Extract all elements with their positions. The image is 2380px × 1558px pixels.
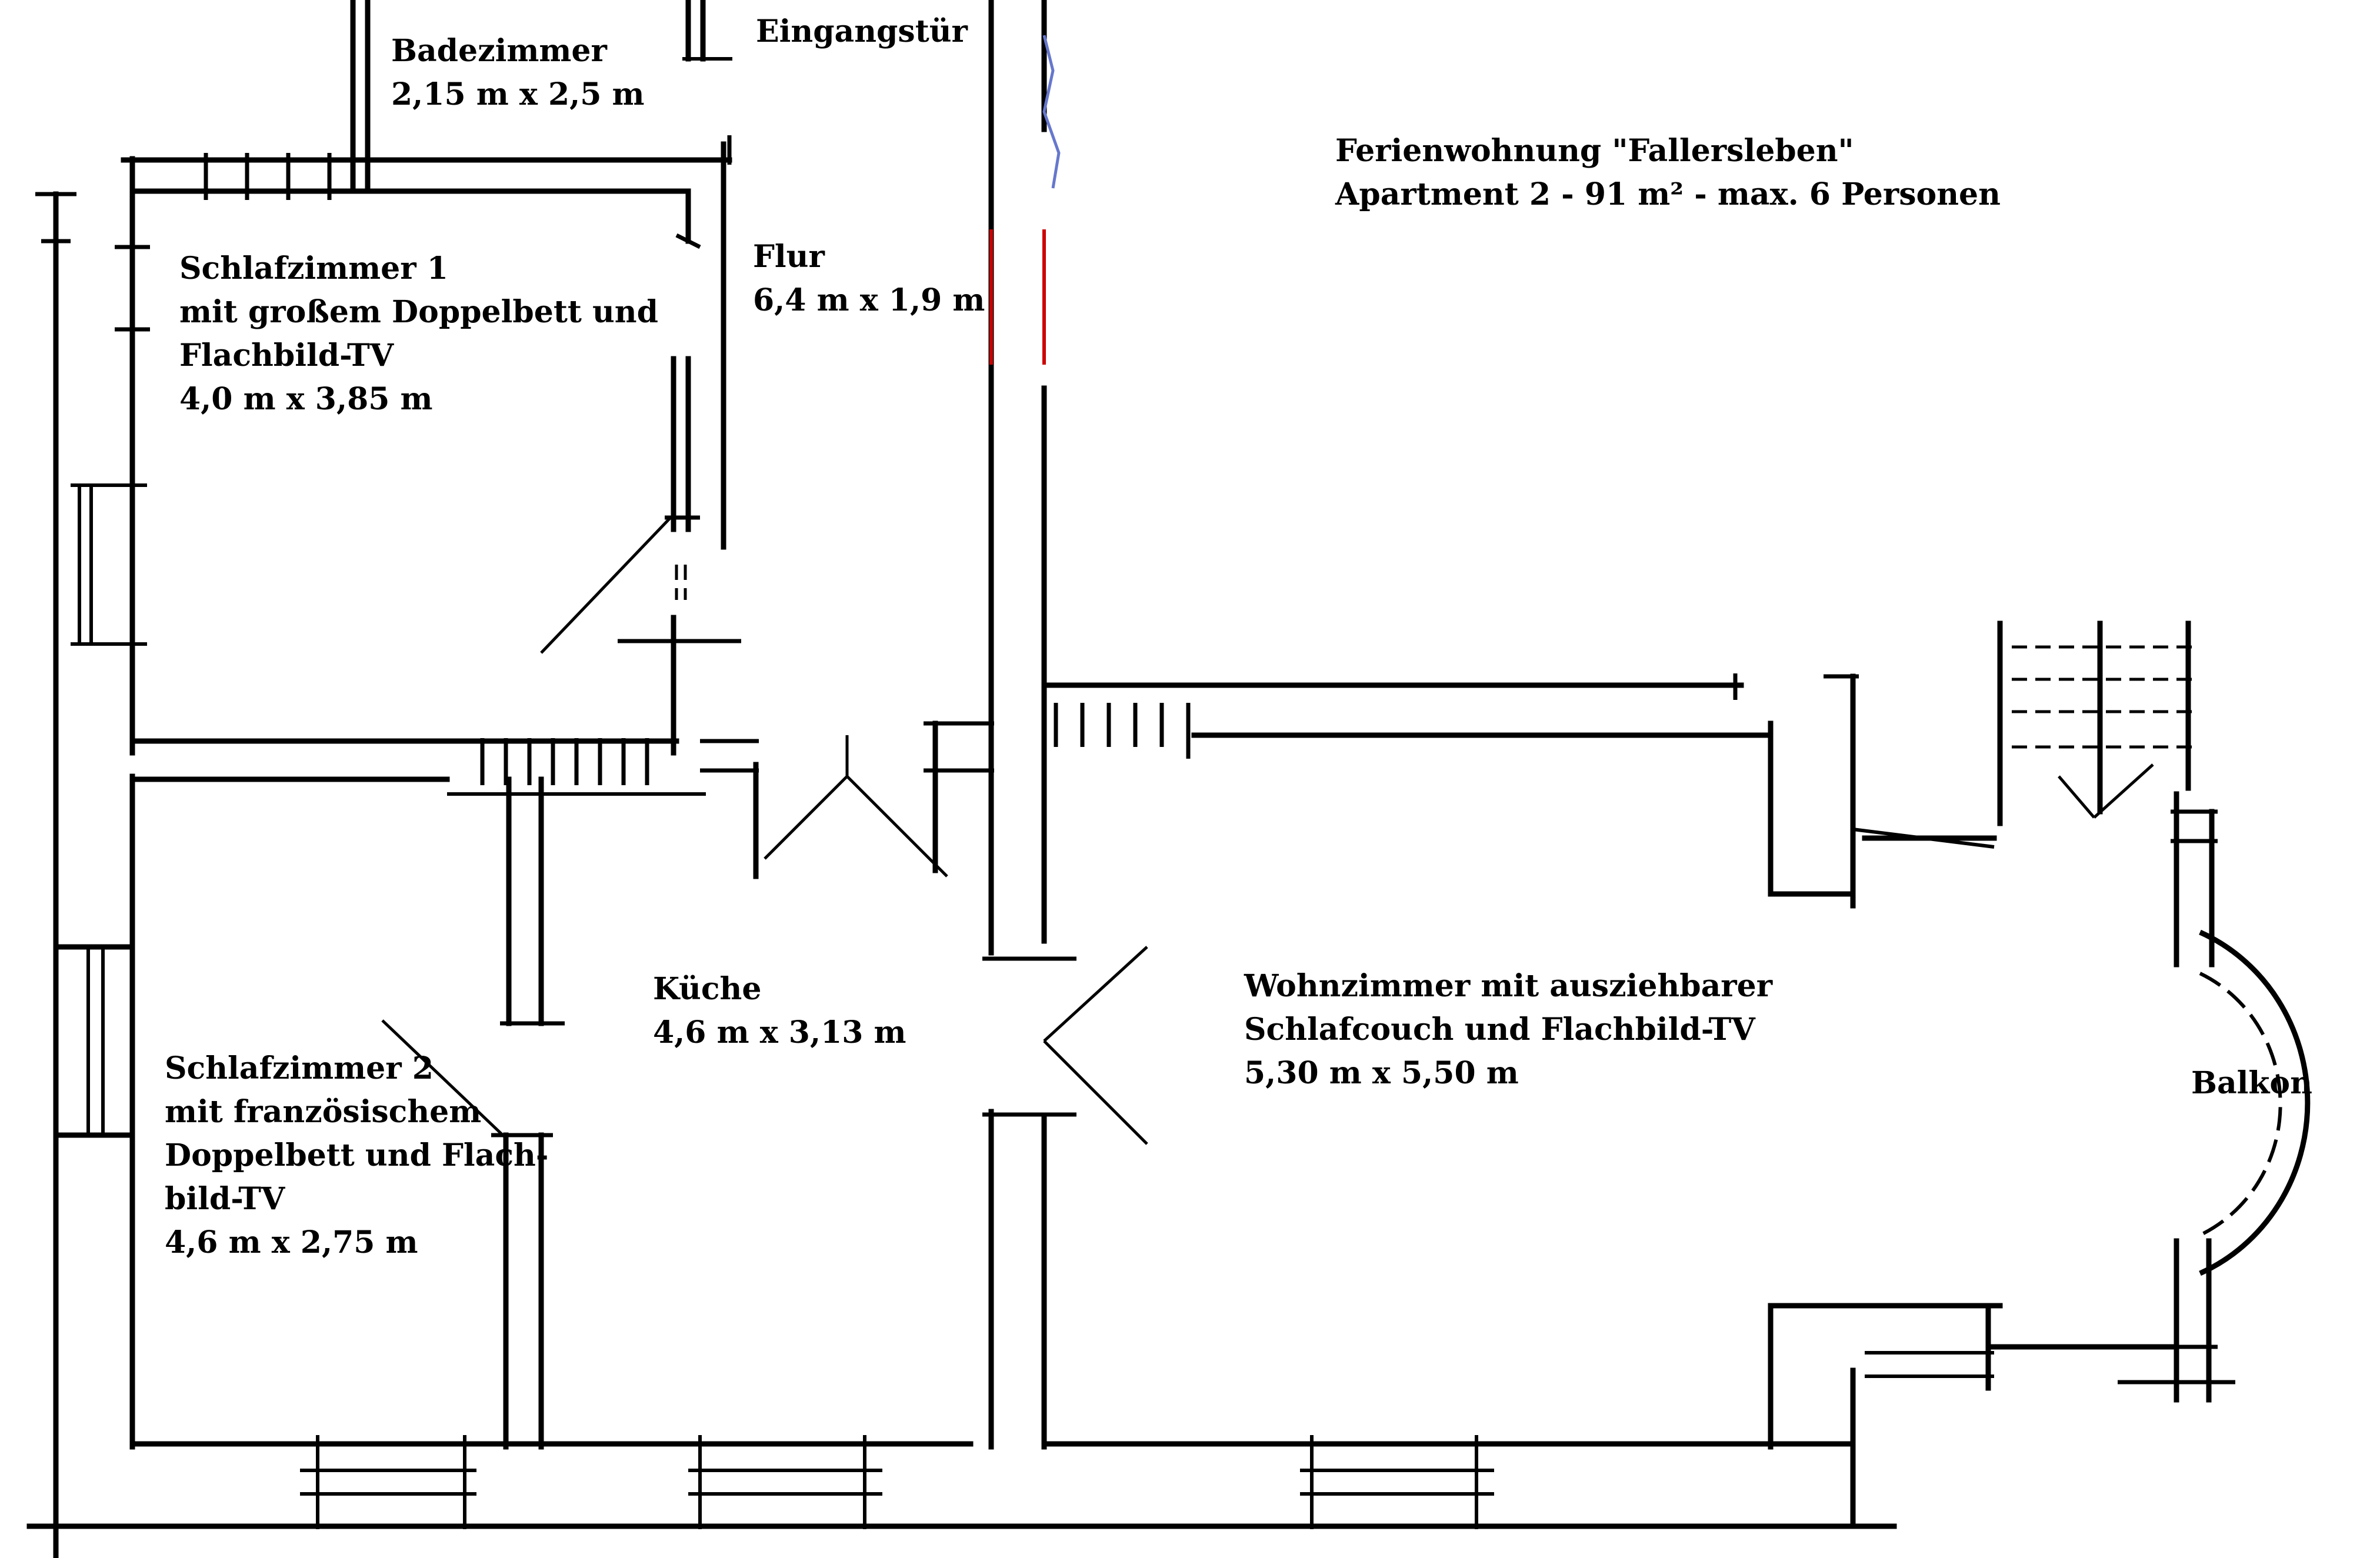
room-label-kueche: Küche 4,6 m x 3,13 m bbox=[653, 968, 906, 1055]
bedroom-divider-wall bbox=[129, 738, 759, 796]
room-label-badezimmer: Badezimmer 2,15 m x 2,5 m bbox=[391, 29, 645, 116]
room-desc: Doppelbett und Flach- bbox=[165, 1137, 549, 1173]
room-name: Schlafzimmer 1 bbox=[179, 251, 448, 286]
room-label-balkon: Balkon bbox=[2191, 1062, 2312, 1105]
room-size: 2,15 m x 2,5 m bbox=[391, 76, 645, 112]
room-name: Schlafzimmer 2 bbox=[165, 1050, 434, 1086]
left-window-upper bbox=[71, 483, 147, 646]
room-size: 6,4 m x 1,9 m bbox=[753, 282, 985, 318]
bottom-walls bbox=[26, 1303, 2179, 1529]
left-window-lower bbox=[53, 944, 135, 1138]
room-label-flur: Flur 6,4 m x 1,9 m bbox=[753, 235, 985, 322]
kitchen-bedroom2-wall bbox=[381, 776, 565, 1450]
room-name: Küche bbox=[653, 971, 762, 1007]
room-label-wohnzimmer: Wohnzimmer mit ausziehbarer Schlafcouch … bbox=[1244, 965, 1772, 1095]
room-size: 4,0 m x 3,85 m bbox=[179, 381, 433, 417]
bottom-window-3 bbox=[1300, 1435, 1494, 1529]
central-corridor-walls bbox=[982, 0, 1148, 1450]
room-name: Badezimmer bbox=[391, 33, 607, 69]
room-desc: bild-TV bbox=[165, 1181, 285, 1217]
room-size: 4,6 m x 2,75 m bbox=[165, 1225, 418, 1260]
bedroom1-top-wall bbox=[121, 135, 732, 200]
livingroom-right-walls bbox=[1768, 620, 2218, 968]
room-size: 5,30 m x 5,50 m bbox=[1244, 1055, 1519, 1091]
room-label-schlafzimmer2: Schlafzimmer 2 mit französischem Doppelb… bbox=[165, 1047, 548, 1265]
room-name: Balkon bbox=[2191, 1065, 2312, 1101]
room-name: Eingangstür bbox=[756, 14, 968, 49]
bottom-window-1 bbox=[300, 1435, 476, 1529]
apartment-title-line2: Apartment 2 - 91 m² - max. 6 Personen bbox=[1335, 176, 2001, 212]
bathroom-walls bbox=[350, 0, 732, 191]
room-size: 4,6 m x 3,13 m bbox=[653, 1015, 906, 1050]
room-desc: mit französischem bbox=[165, 1094, 482, 1130]
bedroom1-right-wall bbox=[540, 141, 741, 756]
kitchen-door bbox=[753, 720, 994, 879]
room-desc: Schlafcouch und Flachbild-TV bbox=[1244, 1012, 1755, 1047]
room-label-schlafzimmer1: Schlafzimmer 1 mit großem Doppelbett und… bbox=[179, 247, 658, 421]
room-label-eingang: Eingangstür bbox=[756, 10, 968, 54]
bottom-window-2 bbox=[688, 1435, 882, 1529]
livingroom-top-wall bbox=[1041, 673, 1859, 759]
balcony-curve bbox=[2118, 929, 2311, 1403]
apartment-title-line1: Ferienwohnung "Fallersleben" bbox=[1335, 133, 1854, 169]
outer-left-wall bbox=[35, 156, 150, 1558]
room-name: Wohnzimmer mit ausziehbarer bbox=[1244, 968, 1773, 1004]
room-desc: Flachbild-TV bbox=[179, 338, 394, 373]
apartment-title: Ferienwohnung "Fallersleben" Apartment 2… bbox=[1335, 129, 2001, 216]
room-name: Flur bbox=[753, 239, 825, 275]
room-desc: mit großem Doppelbett und bbox=[179, 294, 658, 330]
